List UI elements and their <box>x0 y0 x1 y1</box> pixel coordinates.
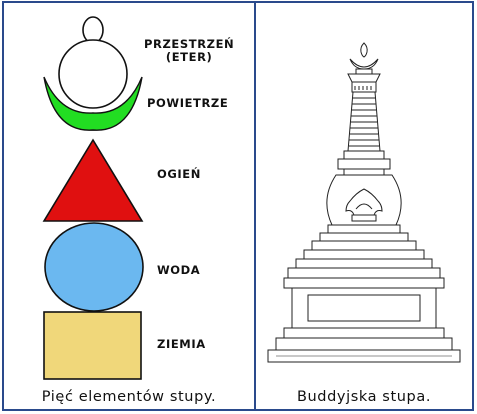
stupa-base-top <box>283 277 445 289</box>
five-elements-diagram <box>42 16 144 380</box>
stupa-step-1 <box>327 224 401 234</box>
stupa-harmika <box>343 150 385 160</box>
space-circle <box>58 39 128 109</box>
label-fire: OGIEŃ <box>157 167 201 181</box>
stupa-spire-rings <box>349 97 379 147</box>
label-water: WODA <box>157 263 201 277</box>
stupa-step-2 <box>319 232 409 242</box>
stupa-panel: Buddyjska stupa. <box>256 3 472 409</box>
stupa-step-6 <box>287 267 441 279</box>
label-space: PRZESTRZEŃ (ETER) <box>144 37 235 64</box>
five-elements-panel: PRZESTRZEŃ (ETER) POWIETRZE OGIEŃ WODA Z… <box>4 3 254 409</box>
jewel-ellipse <box>82 16 104 44</box>
stupa-parasol <box>347 73 381 83</box>
stupa-step-5 <box>295 258 433 269</box>
caption-buddhist-stupa: Buddyjska stupa. <box>296 389 432 405</box>
stupa-finial <box>360 42 368 58</box>
stupa-step-3 <box>311 240 417 251</box>
stupa-drawing <box>267 42 461 363</box>
air-crescent <box>43 76 143 131</box>
stupa-plinth <box>275 337 453 351</box>
earth-square <box>43 311 142 380</box>
label-air: POWIETRZE <box>147 96 229 110</box>
stupa-step-4 <box>303 249 425 260</box>
caption-five-elements: Pięć elementów stupy. <box>41 389 217 405</box>
panel-divider <box>254 1 256 411</box>
stupa-base-ledge <box>283 327 445 339</box>
stupa-crescent <box>349 58 379 70</box>
stupa-parasol-top <box>355 68 373 75</box>
label-earth: ZIEMIA <box>157 337 206 351</box>
fire-triangle <box>42 138 144 222</box>
water-circle <box>44 222 144 312</box>
